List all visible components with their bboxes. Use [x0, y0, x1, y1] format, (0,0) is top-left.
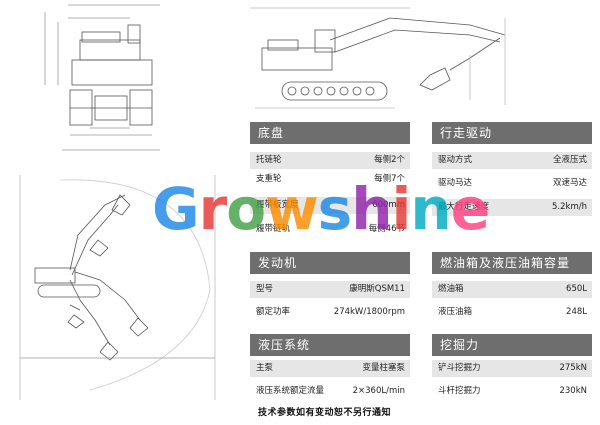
spec-value: 每侧2个	[374, 155, 405, 165]
wm-letter: r	[198, 175, 228, 243]
spec-row: 驱动方式 全液压式	[432, 152, 592, 169]
spec-row: 斗杆挖掘力 230kN	[432, 383, 592, 400]
wm-letter: w	[265, 175, 319, 243]
digging-title: 挖掘力	[432, 334, 592, 356]
spec-value: 5.2km/h	[552, 202, 587, 212]
spec-row: 液压系统额定流量 2×360L/min	[250, 383, 410, 400]
spec-value: 248L	[566, 307, 587, 317]
footer-note: 技术参数如有变动恕不另行通知	[258, 408, 392, 418]
wm-letter: s	[317, 175, 353, 243]
engine-title: 发动机	[250, 252, 410, 274]
spec-key: 燃油箱	[438, 284, 464, 294]
spec-value: 每侧46节	[368, 224, 405, 234]
spec-value: 275kN	[559, 363, 587, 373]
spec-row: 型号 康明斯QSM11	[250, 281, 410, 298]
spec-value: 康明斯QSM11	[349, 284, 405, 294]
spec-value: 2×360L/min	[352, 386, 405, 396]
watermark-logo: Growshine	[152, 175, 490, 243]
spec-key: 液压油箱	[438, 307, 473, 317]
spec-key: 额定功率	[256, 307, 291, 317]
spec-row: 履带链轨 每侧46节	[250, 221, 410, 238]
wm-letter: n	[410, 175, 451, 243]
spec-key: 驱动方式	[438, 155, 473, 165]
spec-value: 变量柱塞泵	[362, 363, 405, 373]
spec-key: 履带链轨	[256, 224, 291, 234]
spec-key: 托链轮	[256, 155, 282, 165]
spec-row: 最大行走速度 5.2km/h	[432, 199, 592, 216]
spec-value: 230kN	[559, 386, 587, 396]
spec-key: 支重轮	[256, 174, 282, 184]
tank-title: 燃油箱及液压油箱容量	[432, 252, 592, 274]
spec-value: 双速马达	[552, 178, 587, 188]
spec-key: 液压系统额定流量	[256, 386, 325, 396]
spec-key: 主泵	[256, 363, 274, 373]
spec-row: 驱动马达 双速马达	[432, 175, 592, 192]
spec-row: 主泵 变量柱塞泵	[250, 360, 410, 377]
spec-row: 履带板宽度 600mm	[250, 197, 410, 214]
spec-key: 型号	[256, 284, 274, 294]
spec-key: 驱动马达	[438, 178, 473, 188]
spec-value: 650L	[566, 284, 587, 294]
travel-title: 行走驱动	[432, 122, 592, 144]
spec-key: 履带板宽度	[256, 200, 299, 210]
spec-row: 支重轮 每侧7个	[250, 171, 410, 188]
spec-row: 铲斗挖掘力 275kN	[432, 360, 592, 377]
spec-value: 每侧7个	[374, 174, 405, 184]
spec-row: 液压油箱 248L	[432, 304, 592, 321]
spec-key: 斗杆挖掘力	[438, 386, 481, 396]
spec-row: 燃油箱 650L	[432, 281, 592, 298]
spec-row: 额定功率 274kW/1800rpm	[250, 304, 410, 321]
spec-key: 最大行走速度	[438, 202, 490, 212]
wm-letter: i	[391, 175, 412, 243]
spec-value: 600mm	[372, 200, 405, 210]
spec-row: 托链轮 每侧2个	[250, 152, 410, 169]
wm-letter: G	[152, 175, 200, 243]
wm-letter: h	[351, 175, 392, 243]
chassis-title: 底盘	[250, 122, 410, 144]
wm-letter: o	[226, 175, 266, 243]
hydraulic-title: 液压系统	[250, 334, 410, 356]
spec-value: 全液压式	[552, 155, 587, 165]
wm-letter: e	[450, 175, 490, 243]
spec-key: 铲斗挖掘力	[438, 363, 481, 373]
spec-value: 274kW/1800rpm	[333, 307, 405, 317]
